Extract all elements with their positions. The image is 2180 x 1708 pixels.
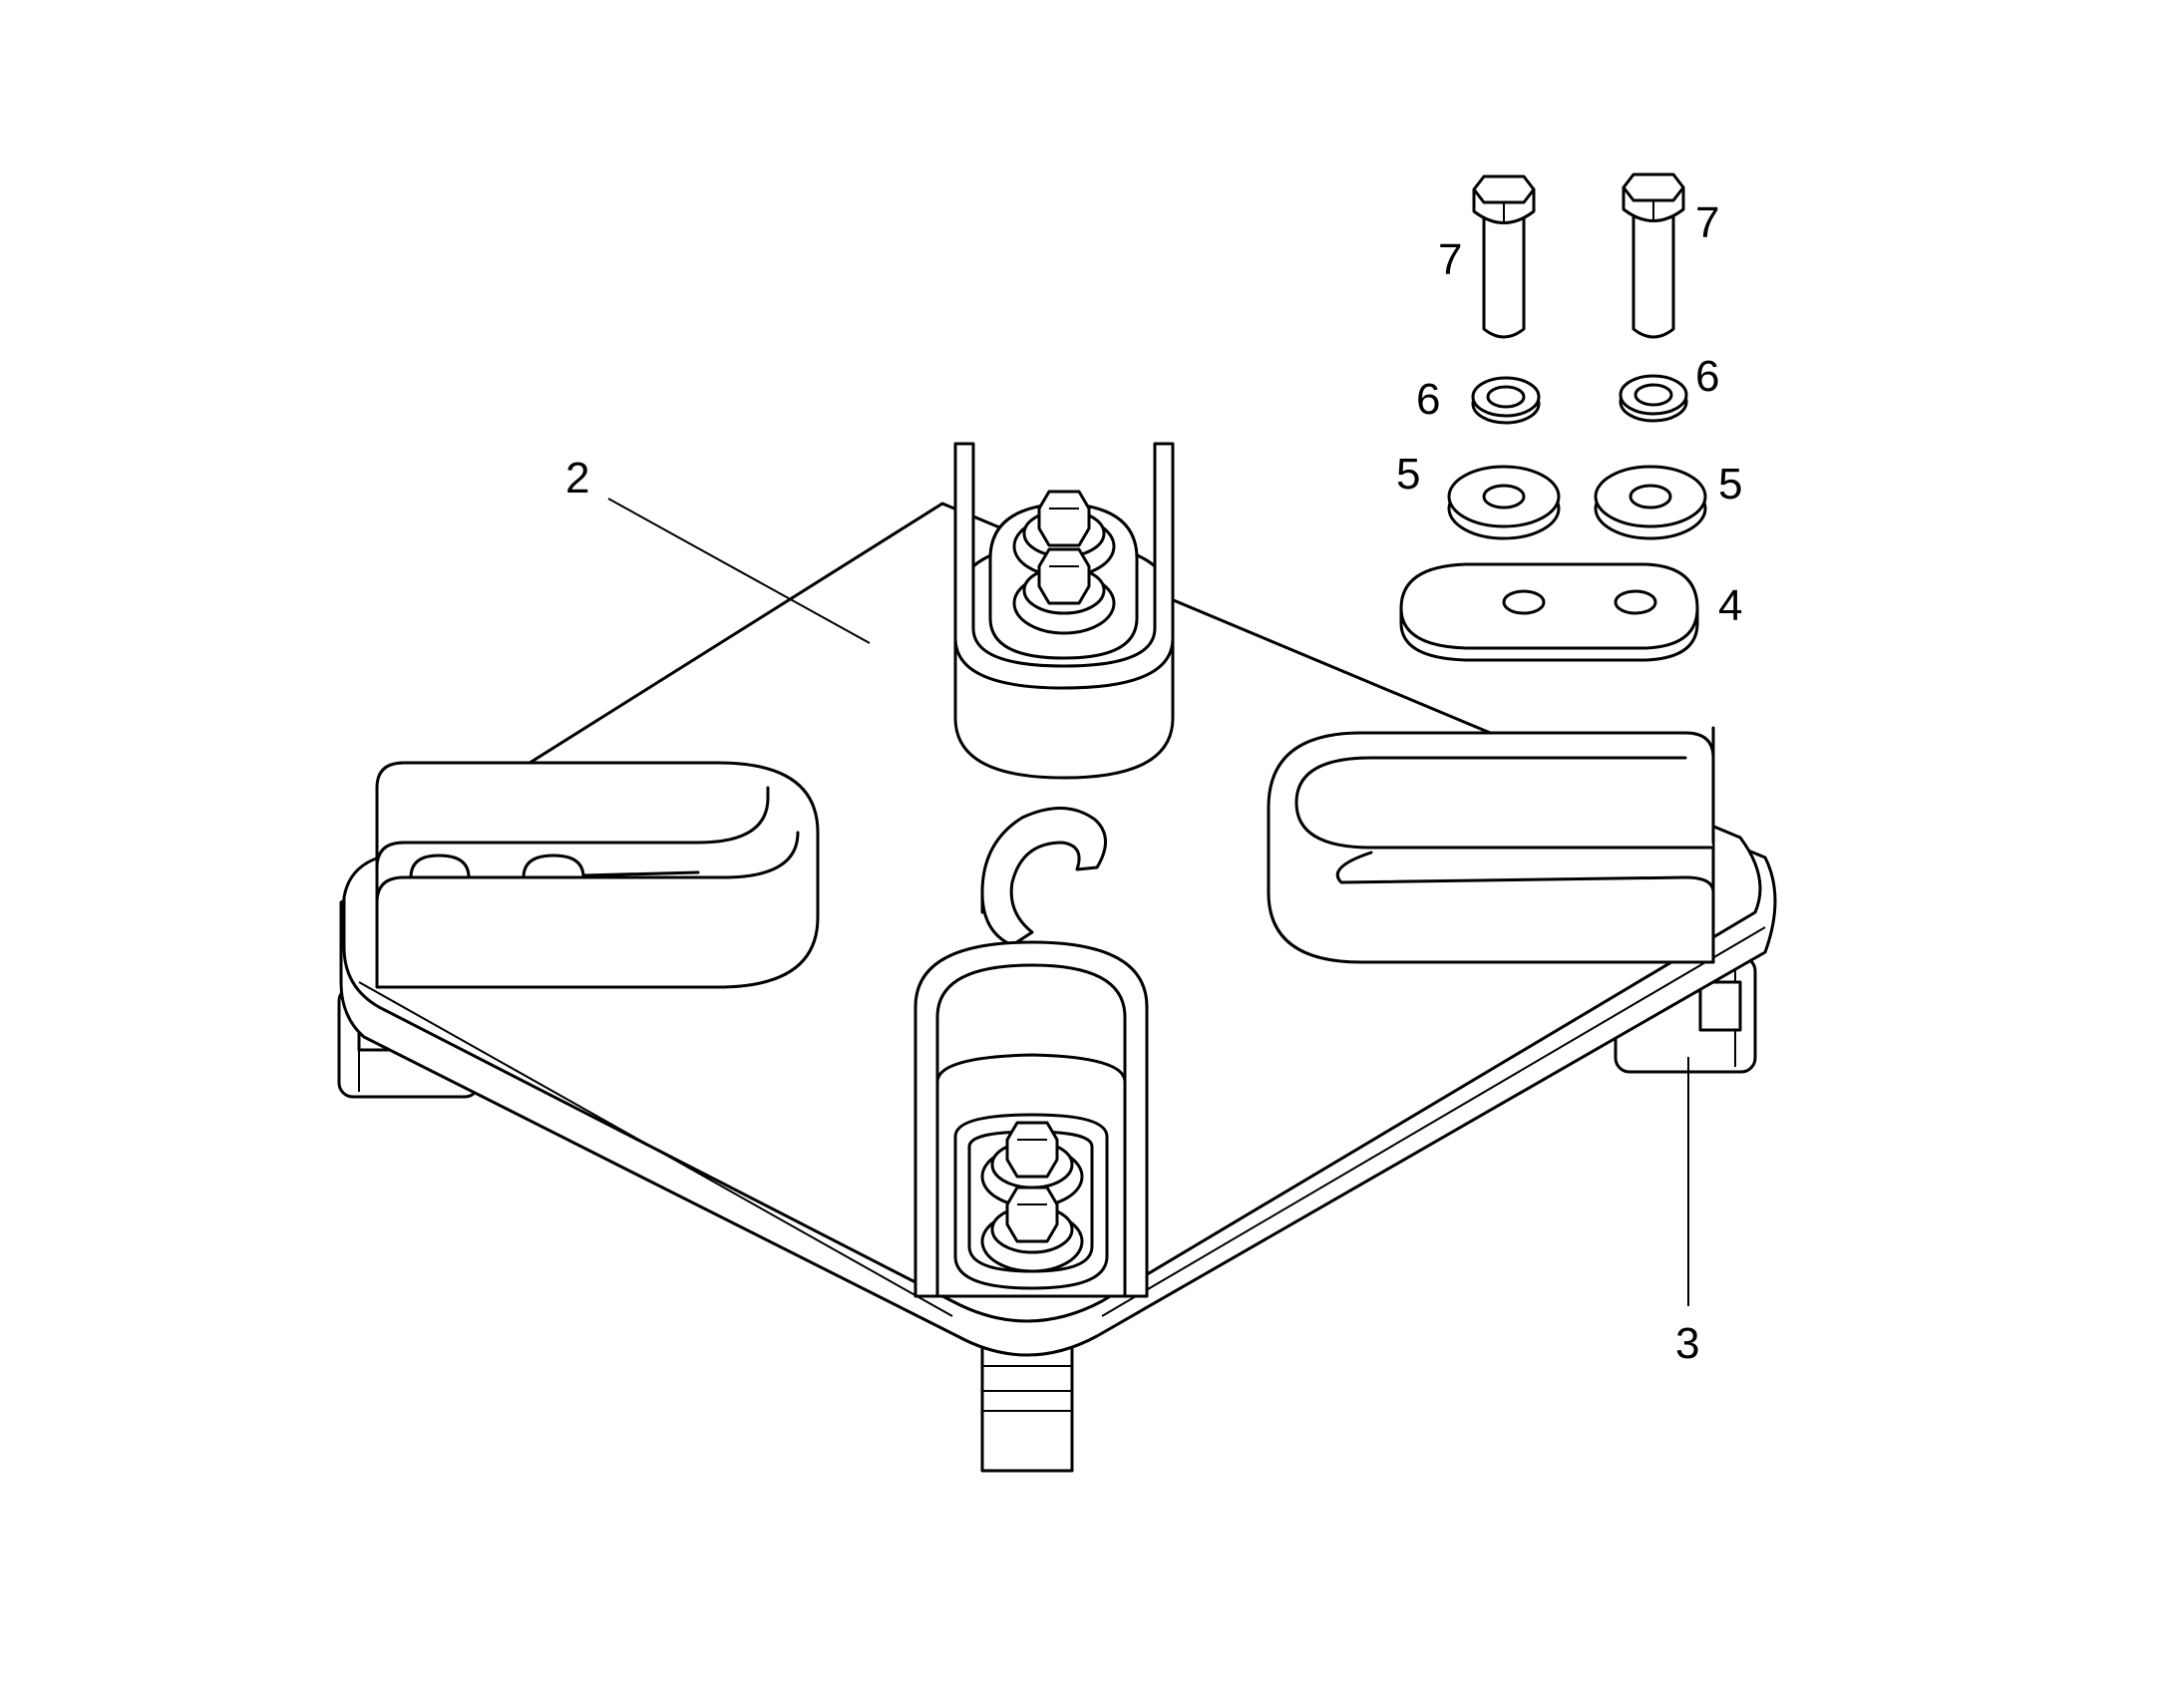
part-6-lockwasher-left (1471, 376, 1541, 425)
callout-7-left: 7 (1438, 235, 1462, 284)
callout-3: 3 (1675, 1319, 1699, 1368)
base-plate (337, 502, 1777, 1473)
bolt-front-upper (980, 1121, 1084, 1208)
callout-6-right: 6 (1695, 352, 1719, 401)
part-5-washer-left (1447, 465, 1561, 540)
bracket-right (1267, 726, 1715, 964)
bolt-rear-lower (1012, 547, 1116, 635)
bracket-front (913, 940, 1149, 1298)
callout-2: 2 (565, 454, 589, 503)
part-4-plate (1399, 562, 1699, 662)
callout-6-left: 6 (1416, 375, 1440, 424)
bracket-rear (953, 442, 1175, 780)
bolt-front-lower (980, 1186, 1084, 1273)
part-7-bolt-right (1622, 172, 1685, 339)
bracket-left (375, 761, 820, 989)
callout-7-right: 7 (1695, 198, 1719, 247)
callout-4: 4 (1718, 581, 1742, 630)
c-clip (980, 807, 1107, 947)
foot-front (980, 1334, 1074, 1473)
part-7-bolt-left (1472, 174, 1536, 339)
part-6-lockwasher-right (1619, 374, 1688, 423)
part-5-washer-right (1594, 465, 1707, 540)
callout-5-left: 5 (1396, 450, 1420, 499)
leader-2 (607, 498, 871, 644)
callout-5-right: 5 (1718, 460, 1742, 509)
bolt-rear-upper (1012, 490, 1116, 578)
